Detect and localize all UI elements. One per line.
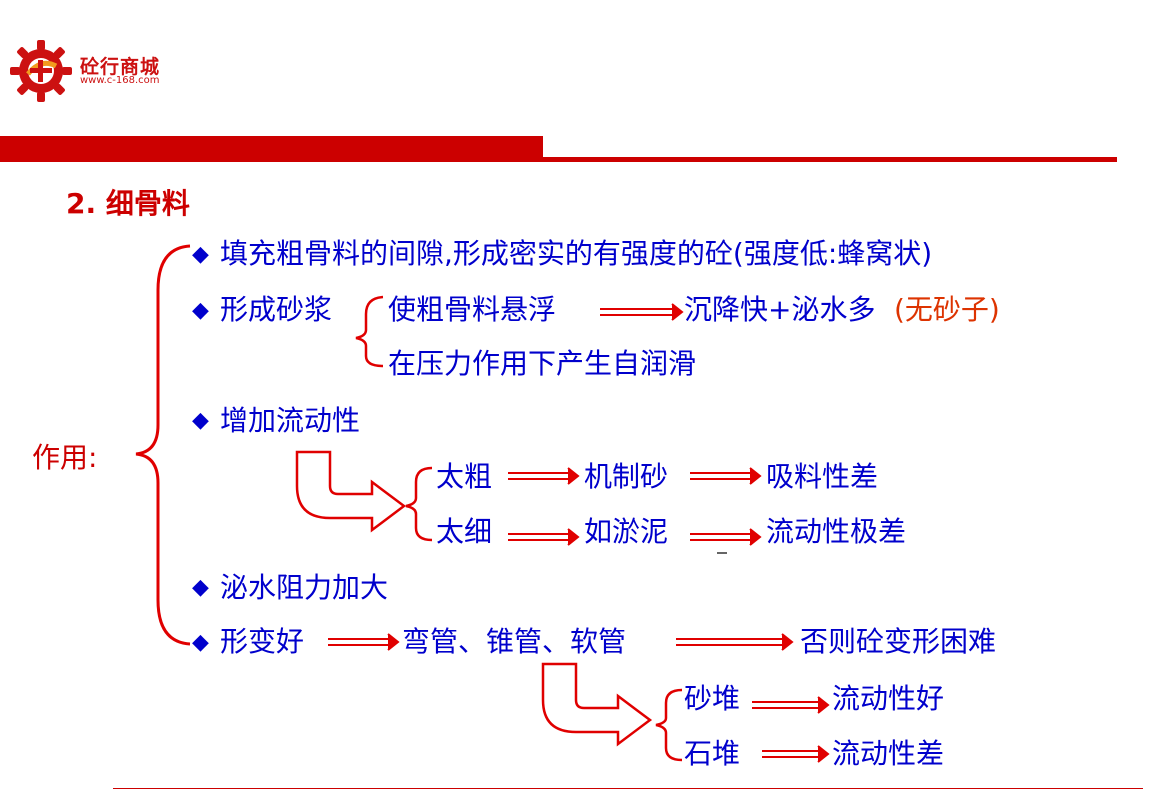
curved-arrow-fluidity xyxy=(295,450,407,533)
item-deform: 形变好 xyxy=(220,625,305,658)
role-label: 作用: xyxy=(32,441,98,474)
item-suspend-note: (无砂子) xyxy=(894,293,1000,326)
item-too-fine: 太细 xyxy=(436,515,493,548)
arrow-deform-2 xyxy=(676,633,794,651)
curved-arrow-pipes xyxy=(541,662,653,747)
item-form-mortar: 形成砂浆 xyxy=(220,293,333,326)
item-suspend: 使粗骨料悬浮 xyxy=(388,293,557,326)
section-title: 2. 细骨料 xyxy=(66,187,190,220)
pile-brace xyxy=(655,688,683,762)
bullet-icon: ◆ xyxy=(192,408,209,433)
header-bar xyxy=(0,136,543,162)
item-too-coarse: 太粗 xyxy=(436,460,493,493)
size-brace xyxy=(405,466,433,542)
item-fill-gaps: 填充粗骨料的间隙,形成密实的有强度的砼(强度低:蜂窝状) xyxy=(220,237,933,270)
main-brace xyxy=(135,244,191,646)
item-fluidity: 增加流动性 xyxy=(220,404,361,437)
arrow-coarse-2 xyxy=(690,467,762,485)
bullet-icon: ◆ xyxy=(192,630,209,655)
item-lubricate: 在压力作用下产生自润滑 xyxy=(388,347,697,380)
footer-rule xyxy=(113,788,1143,789)
item-very-poor-flow: 流动性极差 xyxy=(766,515,907,548)
item-stone-pile: 石堆 xyxy=(684,737,741,770)
item-suspend-result: 沉降快+泌水多 xyxy=(684,293,876,326)
item-poor-absorb: 吸料性差 xyxy=(766,460,879,493)
bullet-icon: ◆ xyxy=(192,298,209,323)
arrow-sand xyxy=(752,696,830,714)
arrow-deform-1 xyxy=(328,633,400,651)
item-sand-pile: 砂堆 xyxy=(684,682,741,715)
arrow-stone xyxy=(762,745,830,763)
arrow-fine-2 xyxy=(690,528,762,546)
item-pipes: 弯管、锥管、软管 xyxy=(402,625,627,658)
brand-logo-icon xyxy=(10,40,72,102)
header-rule xyxy=(543,157,1117,162)
arrow-suspend xyxy=(600,303,684,321)
bullet-icon: ◆ xyxy=(192,242,209,267)
item-poor-flow: 流动性差 xyxy=(832,737,945,770)
item-otherwise: 否则砼变形困难 xyxy=(800,625,997,658)
item-machine-sand: 机制砂 xyxy=(584,460,669,493)
brand-name: 砼行商城 xyxy=(80,56,161,78)
item-like-silt: 如淤泥 xyxy=(584,515,669,548)
item-good-flow: 流动性好 xyxy=(832,682,945,715)
bullet-icon: ◆ xyxy=(192,575,209,600)
brand-url: www.c-168.com xyxy=(80,75,160,86)
arrow-coarse-1 xyxy=(508,467,580,485)
mortar-brace xyxy=(355,295,384,368)
arrow-fine-1 xyxy=(508,528,580,546)
item-bleed-resist: 泌水阻力加大 xyxy=(220,571,389,604)
